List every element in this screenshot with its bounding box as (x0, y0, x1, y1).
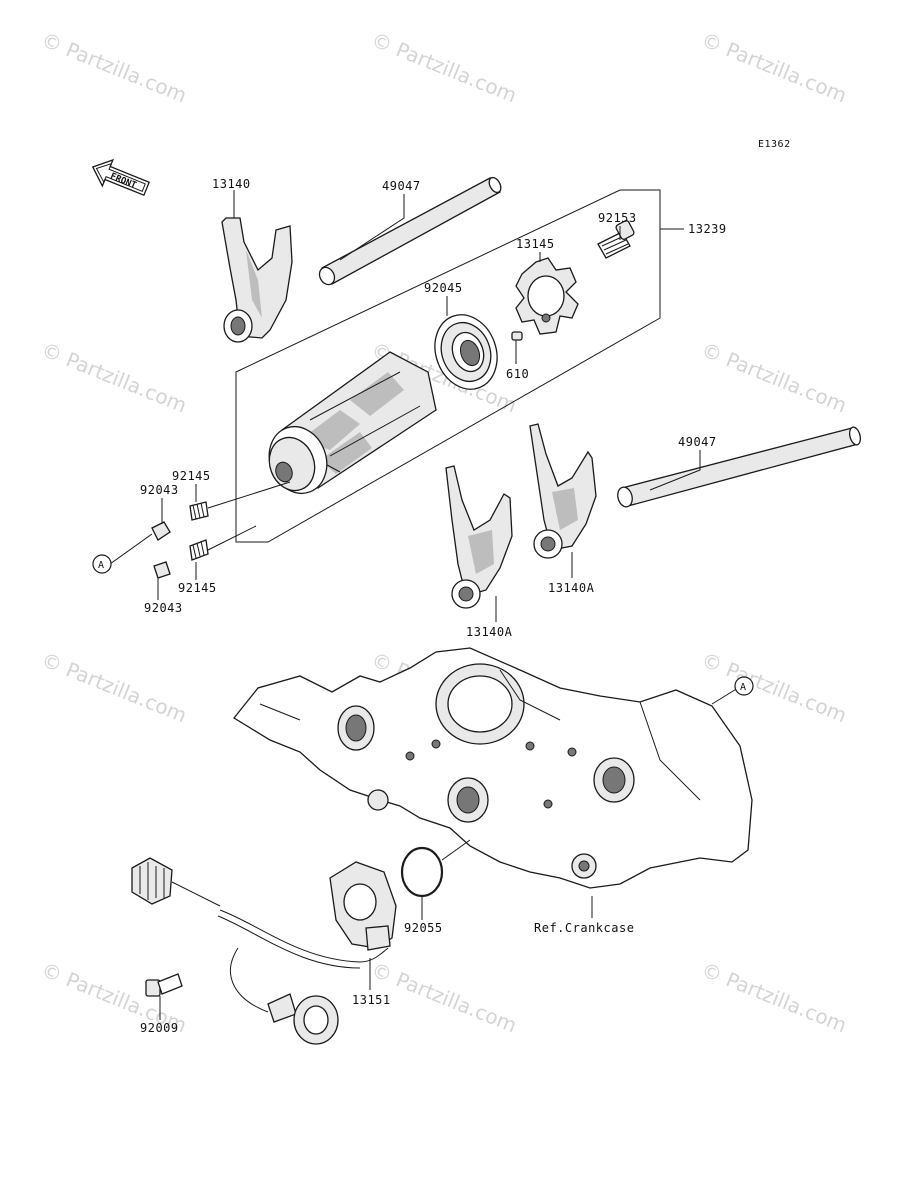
label-92043-upper: 92043 (140, 483, 179, 497)
shift-drum (268, 351, 437, 495)
label-13145: 13145 (516, 237, 555, 251)
label-ref-crankcase: Ref.Crankcase (534, 921, 634, 935)
watermark-9: © Partzilla.com (698, 647, 850, 727)
pin-bolt-92153 (597, 220, 635, 259)
shift-shaft-right (617, 426, 862, 508)
label-13239: 13239 (688, 222, 727, 236)
svg-text:A: A (740, 682, 747, 693)
watermark-2: © Partzilla.com (368, 27, 520, 107)
label-13151: 13151 (352, 993, 391, 1007)
front-arrow: FRONT (91, 158, 151, 197)
label-92145-upper: 92145 (172, 469, 211, 483)
label-92009: 92009 (140, 1021, 179, 1035)
diagram-code: E1362 (758, 139, 791, 150)
watermark-4: © Partzilla.com (38, 337, 190, 417)
label-13140a-right: 13140A (548, 581, 595, 595)
watermark-1: © Partzilla.com (38, 27, 190, 107)
label-92145-lower: 92145 (178, 581, 217, 595)
gear-position-sensor-13151 (217, 861, 397, 1045)
label-92043-lower: 92043 (144, 601, 183, 615)
bolt-92009 (145, 973, 183, 997)
spring-92145-upper (189, 501, 209, 521)
ref-a-left: A (92, 554, 112, 574)
watermark-3: © Partzilla.com (698, 27, 850, 107)
watermark-11: © Partzilla.com (368, 957, 520, 1037)
drum-holder-13145 (515, 257, 579, 335)
label-92153: 92153 (598, 211, 637, 225)
bearing-92045 (434, 314, 498, 390)
watermark-6: © Partzilla.com (698, 337, 850, 417)
plunger-92043-lower (153, 561, 171, 579)
label-92055: 92055 (404, 921, 443, 935)
ref-a-right: A (734, 676, 754, 696)
leader-lines (109, 190, 739, 1020)
part-labels: 13140 49047 92153 13145 13239 92045 610 … (140, 177, 727, 1035)
label-13140: 13140 (212, 177, 251, 191)
drum-assembly-bracket (235, 189, 661, 543)
oring-92055 (400, 846, 444, 898)
connector (131, 857, 221, 907)
shift-fork-13140 (221, 217, 293, 343)
spring-92145-lower (189, 539, 209, 561)
pin-610 (511, 331, 523, 341)
label-49047-top: 49047 (382, 179, 421, 193)
label-49047-right: 49047 (678, 435, 717, 449)
shift-fork-13140a-right (529, 423, 597, 559)
shift-shaft-top (318, 176, 502, 286)
label-92045: 92045 (424, 281, 463, 295)
watermark-7: © Partzilla.com (38, 647, 190, 727)
svg-text:A: A (98, 560, 105, 571)
label-13140a-left: 13140A (466, 625, 513, 639)
plunger-92043-upper (151, 521, 171, 541)
shift-fork-13140a-left (445, 465, 513, 609)
crankcase (233, 647, 753, 889)
label-610: 610 (506, 367, 529, 381)
watermark-12: © Partzilla.com (698, 957, 850, 1037)
